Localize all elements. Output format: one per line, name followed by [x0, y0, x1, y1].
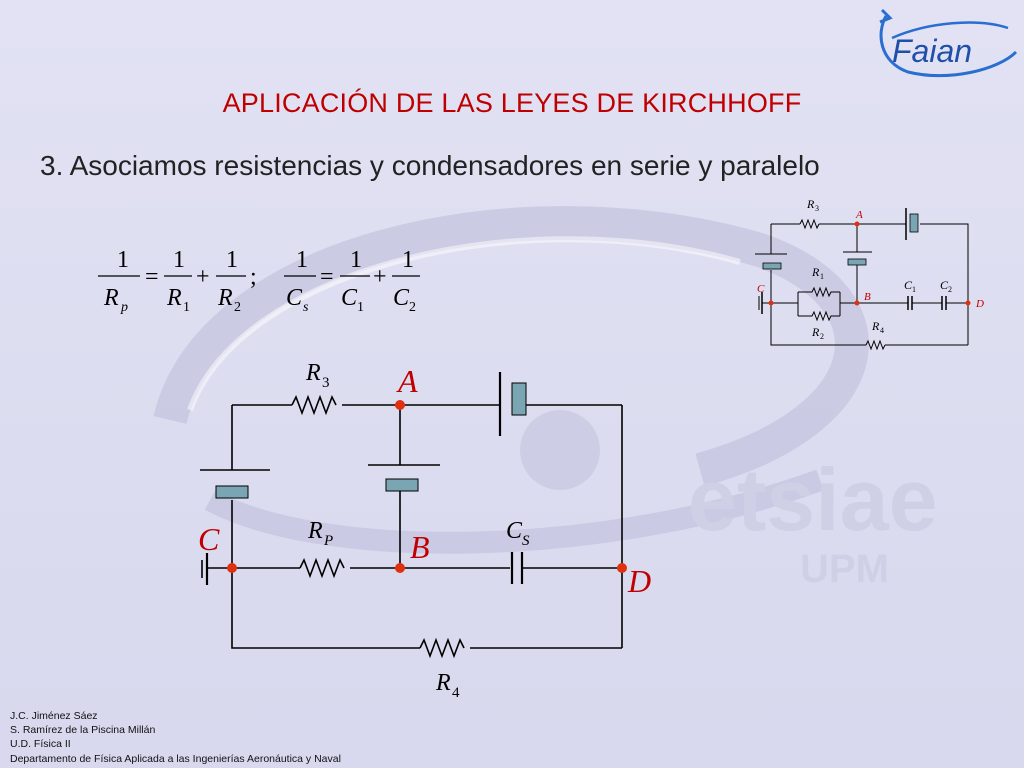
label-cs-sub: S: [522, 533, 530, 549]
battery-cell-icon: [215, 485, 249, 499]
formula-one: 1: [173, 247, 185, 273]
battery-cell-icon: [847, 258, 867, 266]
label-node-b: B: [864, 291, 871, 303]
formula-c2-sub: 2: [409, 300, 416, 315]
battery-cell-icon: [762, 262, 782, 270]
formula-eq: =: [145, 264, 159, 290]
formula-rp: R: [103, 285, 119, 311]
node-b: [395, 563, 405, 573]
label-c1: C: [904, 278, 913, 292]
formula-cs: C: [286, 285, 303, 311]
resistor-r2-icon: [798, 310, 840, 322]
formula-one: 1: [296, 247, 308, 273]
label-node-a: A: [396, 363, 418, 399]
label-rp: R: [307, 518, 323, 544]
formula-r1: R: [166, 285, 182, 311]
label-cs: C: [506, 518, 523, 544]
label-node-c: C: [198, 521, 220, 557]
label-r1-sub: 1: [820, 272, 824, 281]
credit-line: Departamento de Física Aplicada a las In…: [10, 752, 341, 765]
formula-rp-sub: p: [120, 300, 128, 315]
formula-one: 1: [350, 247, 362, 273]
formula-eq: =: [320, 264, 334, 290]
formula-one: 1: [402, 247, 414, 273]
label-node-a: A: [855, 209, 863, 221]
formula-c1-sub: 1: [357, 300, 364, 315]
resistor-r4-icon: [865, 339, 886, 351]
label-rp-sub: P: [323, 533, 333, 549]
wire: [770, 303, 866, 346]
label-node-b: B: [410, 529, 430, 565]
label-c2-sub: 2: [948, 285, 952, 294]
formula-c2: C: [393, 285, 410, 311]
formula-r2-sub: 2: [234, 300, 241, 315]
formula-sep: ;: [250, 264, 257, 290]
label-r3: R: [305, 360, 321, 386]
watermark-etsiae: etsiae: [688, 450, 938, 549]
formula-plus: +: [196, 264, 210, 290]
label-r1: R: [811, 265, 820, 279]
faian-logo: Faian: [879, 8, 1018, 78]
page-subtitle: 3. Asociamos resistencias y condensadore…: [40, 150, 820, 181]
node-a: [395, 400, 405, 410]
label-node-d: D: [975, 298, 984, 310]
credit-line: U.D. Física II: [10, 738, 71, 751]
node-d: [965, 300, 971, 306]
page-title: APLICACIÓN DE LAS LEYES DE KIRCHHOFF: [222, 88, 802, 118]
label-c1-sub: 1: [912, 285, 916, 294]
label-r2-sub: 2: [820, 332, 824, 341]
label-r3-sub: 3: [815, 204, 819, 213]
node-c: [227, 563, 237, 573]
formula-plus: +: [373, 264, 387, 290]
node-c: [768, 300, 774, 306]
formula-c1: C: [341, 285, 358, 311]
formula-cs-sub: s: [303, 300, 309, 315]
label-c2: C: [940, 278, 949, 292]
logo-mark-icon: [879, 8, 893, 24]
node-a: [854, 221, 860, 227]
watermark-dot: [520, 410, 600, 490]
label-r3: R: [806, 197, 815, 211]
battery-cell-icon: [511, 382, 527, 416]
resistor-rp-icon: [299, 557, 345, 579]
resistor-r3-icon: [291, 394, 337, 416]
label-r4: R: [871, 319, 880, 333]
node-b: [854, 300, 860, 306]
label-node-c: C: [757, 283, 765, 295]
formula-r1-sub: 1: [183, 300, 190, 315]
label-r2: R: [811, 325, 820, 339]
resistor-r4-icon: [419, 637, 465, 659]
battery-cell-icon: [909, 213, 919, 233]
label-r3-sub: 3: [322, 375, 330, 391]
label-node-d: D: [627, 563, 651, 599]
wire: [231, 568, 420, 649]
label-r4-sub: 4: [880, 326, 884, 335]
credit-line: J.C. Jiménez Sáez: [10, 710, 98, 722]
battery-cell-icon: [385, 478, 419, 492]
label-r4-sub: 4: [452, 685, 460, 701]
formula-r2: R: [217, 285, 233, 311]
formula-one: 1: [226, 247, 238, 273]
label-r4: R: [435, 670, 451, 696]
resistor-r1-icon: [798, 286, 840, 298]
node-d: [617, 563, 627, 573]
resistor-r3-icon: [799, 218, 820, 230]
credits: J.C. Jiménez Sáez S. Ramírez de la Pisci…: [10, 709, 341, 766]
credit-line: S. Ramírez de la Piscina Millán: [10, 724, 156, 737]
watermark-upm: UPM: [800, 547, 889, 591]
formula-one: 1: [117, 247, 129, 273]
logo-text: Faian: [892, 33, 972, 69]
